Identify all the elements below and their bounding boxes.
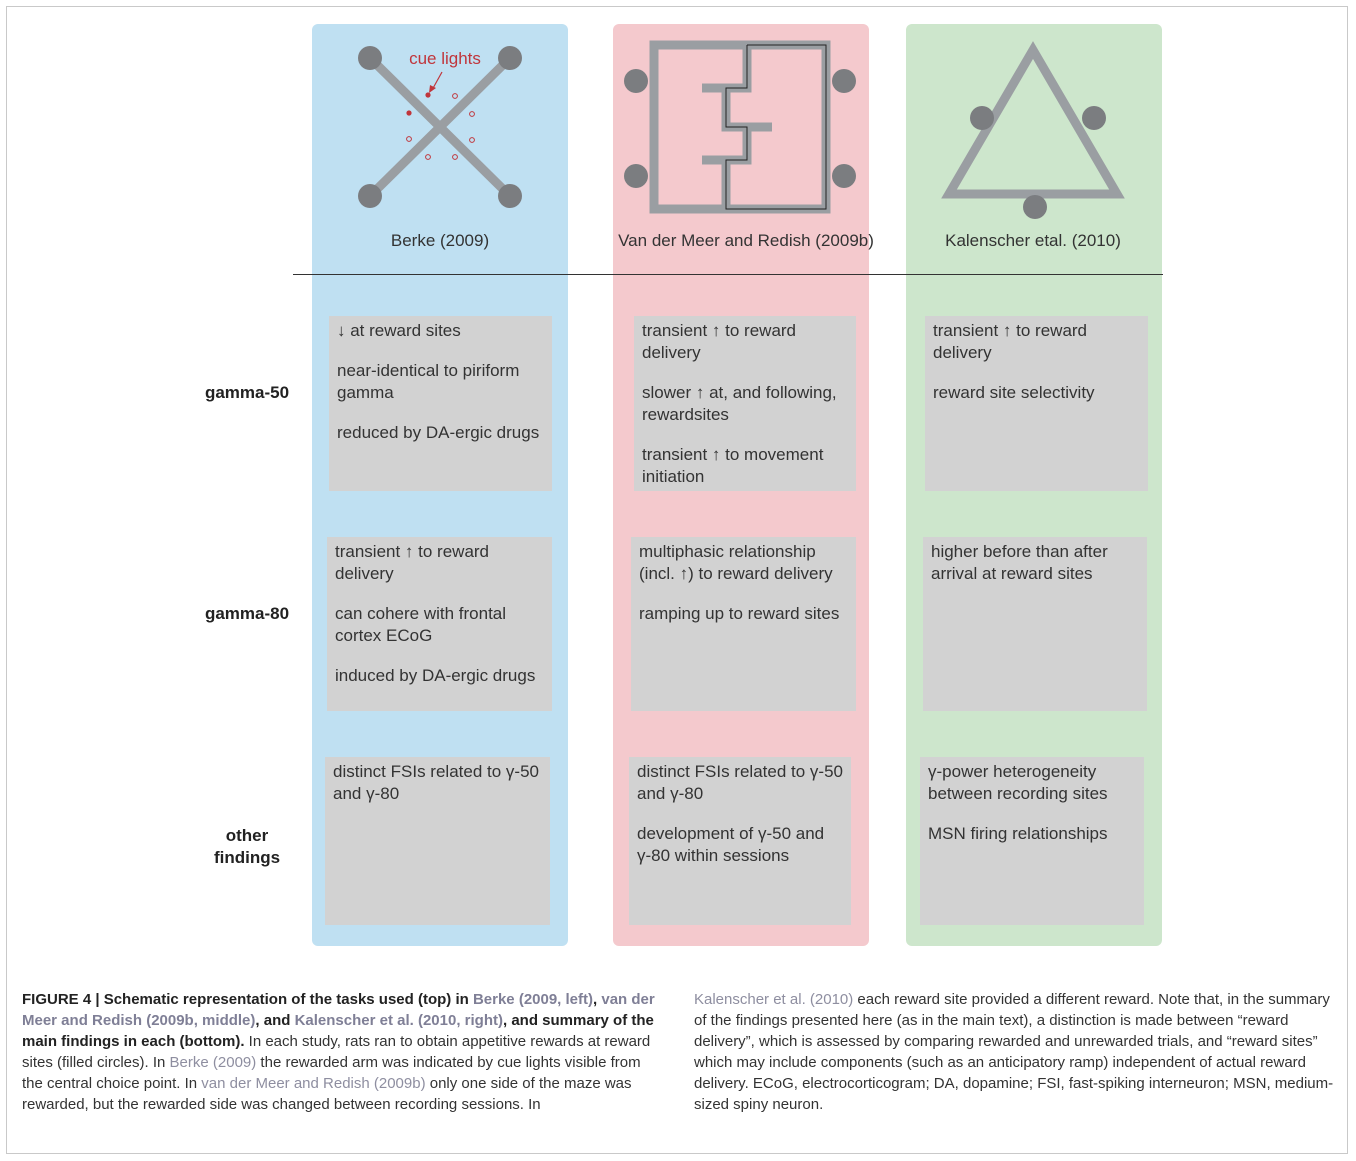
cue-light-lit [406,110,412,116]
cue-lights-label: cue lights [409,49,481,68]
finding-text: ↓ at reward sites [337,321,461,340]
vandermeer-gamma-80-findings: multiphasic relationship (incl. ↑) to re… [631,537,856,711]
maze-arm [366,54,514,200]
figure-caption-left: FIGURE 4 | Schematic representation of t… [22,989,662,1115]
caption-reference-link[interactable]: Berke (2009) [169,1054,257,1071]
reward-site [832,69,856,93]
rewarded-path-line [725,44,827,210]
berke-gamma-80-findings: transient ↑ to reward delivery can coher… [327,537,552,711]
figure-frame [6,6,1348,1154]
reward-site [498,46,522,70]
berke-panel-label: Berke (2009) [390,231,490,250]
figure-caption-right: Kalenscher et al. (2010) each reward sit… [694,989,1340,1115]
kalenscher-other-findings: γ-power heterogeneity between recording … [920,757,1144,925]
row-label-gamma-50: gamma-50 [204,383,290,402]
finding-text: development of γ-50 and γ-80 within sess… [637,824,825,865]
cue-light [469,137,475,143]
reward-site [358,184,382,208]
reward-site [358,46,382,70]
reward-site [624,69,648,93]
finding-text: transient ↑ to reward delivery [335,542,490,583]
caption-text: each reward site provided a different re… [694,991,1334,1113]
row-label-gamma-80: gamma-80 [204,604,290,623]
reward-site [498,184,522,208]
finding-text: induced by DA-ergic drugs [335,666,536,685]
finding-text: reduced by DA-ergic drugs [337,423,540,442]
kalenscher-panel-label: Kalenscher etal. (2010) [945,231,1121,250]
kalenscher-gamma-80-findings: higher before than after arrival at rewa… [923,537,1147,711]
cue-light [406,136,412,142]
finding-text: higher before than after arrival at rewa… [931,542,1108,583]
reward-site [1023,195,1047,219]
reward-site [624,164,648,188]
caption-text: In each study, rats ran to obtain appeti… [22,1033,651,1071]
caption-reference-link[interactable]: van der Meer and Redish (2009b) [201,1075,426,1092]
cue-lights-arrowhead [429,85,436,93]
kalenscher-gamma-50-findings: transient ↑ to reward delivery reward si… [925,316,1148,491]
caption-reference-link[interactable]: Kalenscher et al. (2010, right) [294,1012,503,1029]
finding-text: slower ↑ at, and following, rewardsites [642,383,837,424]
finding-text: MSN firing relationships [928,824,1108,843]
finding-text: near-identical to piriform gamma [337,361,520,402]
finding-text: ramping up to reward sites [639,604,840,623]
caption-text: only one side of the maze was rewarded, … [22,1075,632,1113]
reward-site [970,106,994,130]
caption-reference-link[interactable]: van der Meer and Redish (2009b, middle) [22,991,655,1029]
row-label-other-findings: other findings [213,826,281,867]
vandermeer-panel-label: Van der Meer and Redish (2009b) [618,231,874,250]
caption-text: the rewarded arm was indicated by cue li… [22,1054,641,1092]
cue-light-lit [425,92,431,98]
caption-reference-link[interactable]: Kalenscher et al. (2010) [694,991,854,1008]
section-divider [293,274,1163,275]
caption-reference-link[interactable]: Berke (2009, left) [472,991,594,1008]
berke-gamma-50-findings: ↓ at reward sites near-identical to piri… [329,316,552,491]
cue-light [452,154,458,160]
reward-site [832,164,856,188]
vandermeer-other-findings: distinct FSIs related to γ-50 and γ-80 d… [629,757,851,925]
cue-light [425,154,431,160]
finding-text: multiphasic relationship (incl. ↑) to re… [639,542,833,583]
finding-text: reward site selectivity [933,383,1095,402]
finding-text: γ-power heterogeneity between recording … [928,762,1108,803]
reward-site [1082,106,1106,130]
kalenscher-triangle-maze-diagram [941,41,1125,219]
finding-text: transient ↑ to reward delivery [642,321,797,362]
finding-text: distinct FSIs related to γ-50 and γ-80 [333,762,539,803]
finding-text: transient ↑ to movement initiation [642,445,824,486]
vandermeer-gamma-50-findings: transient ↑ to reward delivery slower ↑ … [634,316,856,491]
finding-text: distinct FSIs related to γ-50 and γ-80 [637,762,843,803]
berke-other-findings: distinct FSIs related to γ-50 and γ-80 [325,757,550,925]
finding-text: transient ↑ to reward delivery [933,321,1088,362]
cue-light [452,93,458,99]
cue-light [469,111,475,117]
vandermeer-maze-diagram [624,40,856,214]
berke-cross-maze-diagram: cue lights [358,46,522,208]
caption-title: FIGURE 4 | Schematic representation of t… [22,991,655,1050]
finding-text: can cohere with frontal cortex ECoG [335,604,507,645]
